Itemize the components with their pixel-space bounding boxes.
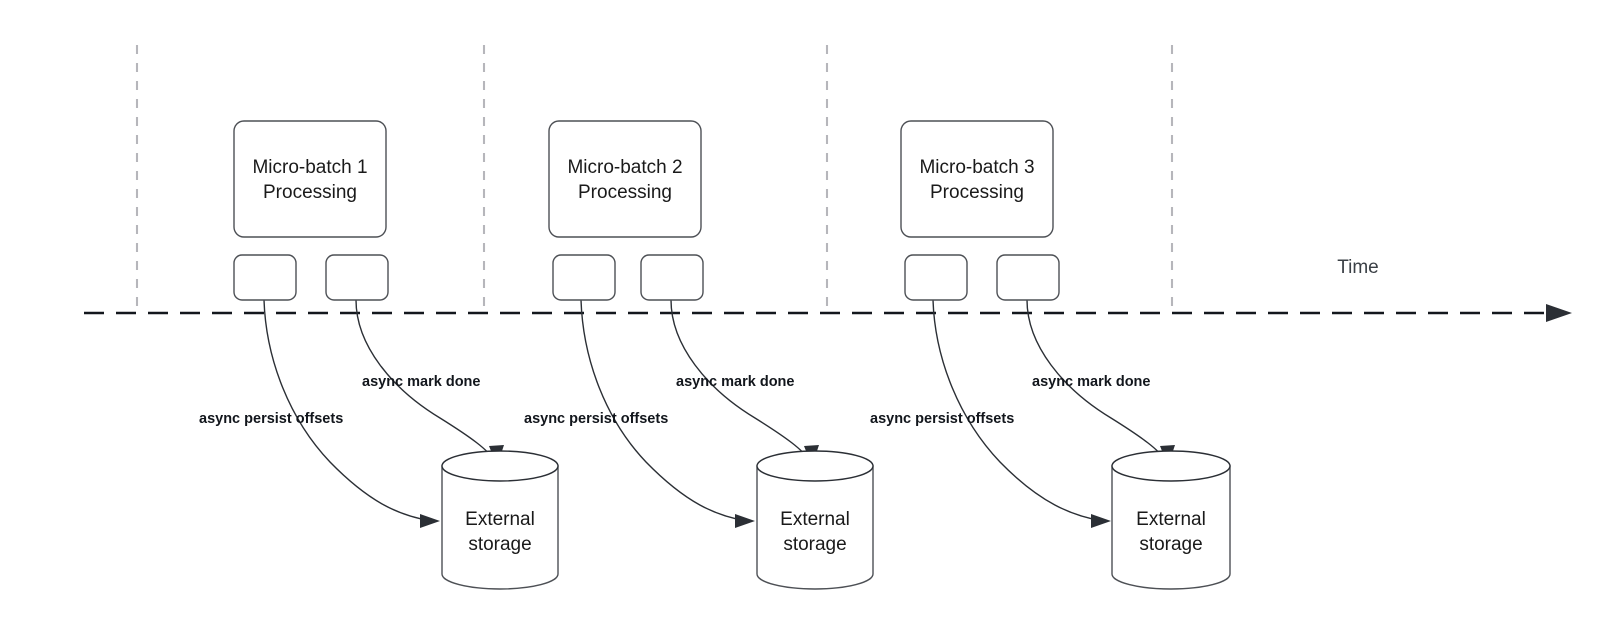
edge-layer — [263, 299, 1175, 528]
storage-cylinder-top-2 — [756, 450, 874, 482]
edge-persist-offsets-3 — [932, 299, 1104, 522]
edge-persist-offsets-1 — [263, 299, 433, 522]
microbatch-label-line1-1: Micro-batch 1 — [252, 157, 367, 178]
storage-cylinder-top-3 — [1111, 450, 1231, 482]
edge-label-layer: async persist offsets async mark done asyn… — [199, 374, 1150, 427]
edge-label-persist-offsets-2: async persist offsets — [524, 411, 668, 427]
microbatch-label-line2-3: Processing — [930, 182, 1024, 203]
storage-cylinder-body-2[interactable] — [756, 465, 874, 590]
microbatch-label-line2-1: Processing — [263, 182, 357, 203]
task-box-1-1[interactable] — [233, 254, 297, 301]
timeline-layer — [84, 304, 1572, 322]
edge-mark-done-1 — [355, 299, 495, 461]
task-box-2-2[interactable] — [640, 254, 704, 301]
microbatch-label-line1-2: Micro-batch 2 — [567, 157, 682, 178]
task-box-1-2[interactable] — [325, 254, 389, 301]
vertical-marker-layer — [135, 45, 1174, 313]
microbatch-label-line2-2: Processing — [578, 182, 672, 203]
axis-label-layer: Time — [1337, 257, 1379, 278]
edge-label-mark-done-2: async mark done — [676, 374, 794, 390]
edge-label-persist-offsets-1: async persist offsets — [199, 411, 343, 427]
microbatch-box-2[interactable] — [548, 120, 702, 238]
arrowhead-persist-offsets-3 — [1091, 514, 1111, 528]
edge-label-persist-offsets-3: async persist offsets — [870, 411, 1014, 427]
time-axis-label: Time — [1337, 257, 1379, 278]
storage-label-line1-2: External — [780, 509, 850, 530]
edge-label-mark-done-3: async mark done — [1032, 374, 1150, 390]
edge-persist-offsets-2 — [580, 299, 748, 522]
edge-mark-done-2 — [670, 299, 810, 461]
time-axis-arrowhead — [1546, 304, 1572, 322]
microbatch-box-1[interactable] — [233, 120, 387, 238]
storage-cylinder-body-3[interactable] — [1111, 465, 1231, 590]
storage-cylinder-top-1 — [441, 450, 559, 482]
task-box-3-1[interactable] — [904, 254, 968, 301]
storage-label-line1-3: External — [1136, 509, 1206, 530]
storage-label-line2-3: storage — [1139, 534, 1202, 555]
storage-label-line1-1: External — [465, 509, 535, 530]
storage-label-line2-2: storage — [783, 534, 846, 555]
task-box-3-2[interactable] — [996, 254, 1060, 301]
storage-label-line2-1: storage — [468, 534, 531, 555]
microbatch-label-line1-3: Micro-batch 3 — [919, 157, 1034, 178]
arrowhead-persist-offsets-2 — [735, 514, 755, 528]
task-box-2-1[interactable] — [552, 254, 616, 301]
microbatch-box-3[interactable] — [900, 120, 1054, 238]
arrowhead-persist-offsets-1 — [420, 514, 440, 528]
storage-cylinder-body-1[interactable] — [441, 465, 559, 590]
edge-label-mark-done-1: async mark done — [362, 374, 480, 390]
edge-mark-done-3 — [1026, 299, 1166, 461]
